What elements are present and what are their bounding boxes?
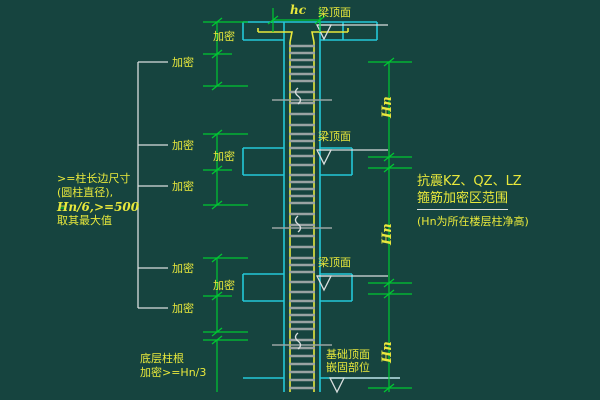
hc-dimension-label: hc — [290, 3, 307, 17]
hn-dimension-label: Hn — [380, 223, 395, 245]
beam-top-label: 梁顶面 — [318, 256, 351, 269]
title-line2: 箍筋加密区范围 — [417, 190, 509, 210]
title-line3: (Hn为所在楼层柱净高) — [417, 215, 529, 228]
densify-label: 加密 — [172, 302, 194, 315]
left-note-line4: 取其最大值 — [57, 214, 112, 227]
hc-dimension — [267, 8, 326, 32]
bottom-note: 底层柱根 加密>=Hn/3 — [140, 352, 206, 380]
title-block: 抗震KZ、QZ、LZ 箍筋加密区范围 (Hn为所在楼层柱净高) — [417, 173, 529, 230]
left-note: >=柱长边尺寸 (圆柱直径), Hn/6,>=500 取其最大值 — [57, 172, 139, 228]
left-note-line3: Hn/6,>=500 — [57, 200, 140, 214]
left-note-line1: >=柱长边尺寸 — [57, 172, 131, 185]
densify-label: 加密 — [172, 139, 194, 152]
densify-label: 加密 — [213, 30, 235, 43]
beam-top-label: 梁顶面 — [318, 130, 351, 143]
stirrups — [289, 44, 315, 390]
foundation-top-line2: 嵌固部位 — [326, 361, 370, 374]
column-concrete-outline — [242, 21, 378, 392]
densify-label: 加密 — [172, 56, 194, 69]
hn-dimension-chain — [368, 57, 412, 393]
left-note-line2: (圆柱直径), — [57, 186, 114, 199]
densify-label: 加密 — [172, 262, 194, 275]
beam-joint-level-3 — [242, 273, 353, 302]
densify-label: 加密 — [172, 180, 194, 193]
bottom-note-line1: 底层柱根 — [140, 352, 184, 365]
densify-label: 加密 — [213, 150, 235, 163]
leader-bracket — [137, 61, 168, 309]
beam-joint-level-2 — [242, 147, 353, 176]
foundation-top-line1: 基础顶面 — [326, 348, 370, 361]
beam-top-label: 梁顶面 — [318, 6, 351, 19]
foundation-top-label: 基础顶面 嵌固部位 — [326, 348, 370, 374]
bottom-note-line2: 加密>=Hn/3 — [140, 366, 207, 379]
title-line1: 抗震KZ、QZ、LZ — [417, 174, 522, 189]
inner-dimension-chain — [203, 17, 248, 392]
elevation-symbols — [315, 24, 400, 394]
hn-dimension-label: Hn — [380, 341, 395, 363]
densify-label: 加密 — [213, 279, 235, 292]
longitudinal-rebar — [257, 28, 349, 392]
hn-dimension-label: Hn — [380, 96, 395, 118]
break-symbol — [272, 87, 332, 350]
